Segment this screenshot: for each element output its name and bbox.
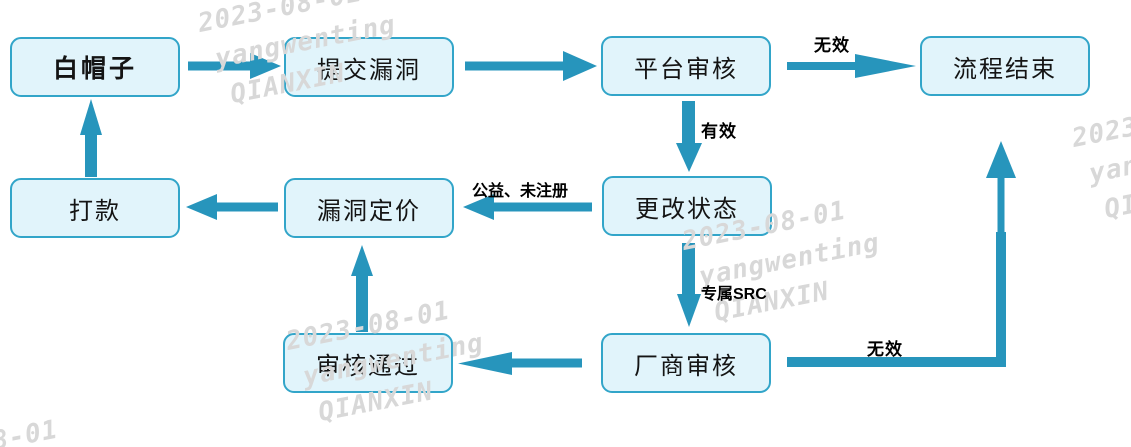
node-label: 白帽子	[52, 55, 137, 83]
arrow-changestatus-to-pricing	[463, 194, 592, 220]
arrow-platform-to-changestatus	[676, 101, 702, 172]
node-label: 审核通过	[316, 352, 420, 380]
node-vendor-review: 厂商审核	[601, 333, 771, 393]
node-label: 流程结束	[953, 55, 1057, 83]
node-review-passed: 审核通过	[283, 333, 453, 393]
node-label: 平台审核	[634, 55, 738, 83]
node-label: 提交漏洞	[317, 56, 421, 84]
edge-label-invalid-top: 无效	[814, 36, 850, 55]
edge-label-invalid-bottom: 无效	[867, 340, 903, 359]
edge-label-valid: 有效	[701, 122, 737, 141]
arrow-vendor-to-reviewpassed	[458, 352, 582, 375]
node-change-status: 更改状态	[602, 176, 772, 236]
node-platform-review: 平台审核	[601, 36, 771, 96]
node-white-hat: 白帽子	[10, 37, 180, 97]
node-label: 厂商审核	[634, 352, 738, 380]
arrow-payment-to-whitehat	[80, 99, 102, 177]
arrow-submit-to-platform	[465, 51, 597, 81]
arrow-platform-to-end	[787, 54, 916, 78]
arrow-pricing-to-payment	[186, 194, 278, 220]
arrow-changestatus-to-vendor	[677, 243, 701, 327]
node-submit-vulnerability: 提交漏洞	[284, 37, 454, 97]
node-process-end: 流程结束	[920, 36, 1090, 96]
arrow-vendor-to-end-elbow	[787, 141, 1016, 367]
arrow-whitehat-to-submit	[188, 53, 281, 79]
node-payment: 打款	[10, 178, 180, 238]
node-label: 更改状态	[635, 195, 739, 223]
node-label: 漏洞定价	[317, 197, 421, 225]
node-label: 打款	[69, 197, 121, 225]
edge-label-public-unregistered: 公益、未注册	[472, 183, 569, 200]
edge-label-exclusive-src: 专属SRC	[701, 286, 767, 303]
arrow-reviewpassed-to-pricing	[351, 245, 373, 332]
node-vulnerability-pricing: 漏洞定价	[284, 178, 454, 238]
